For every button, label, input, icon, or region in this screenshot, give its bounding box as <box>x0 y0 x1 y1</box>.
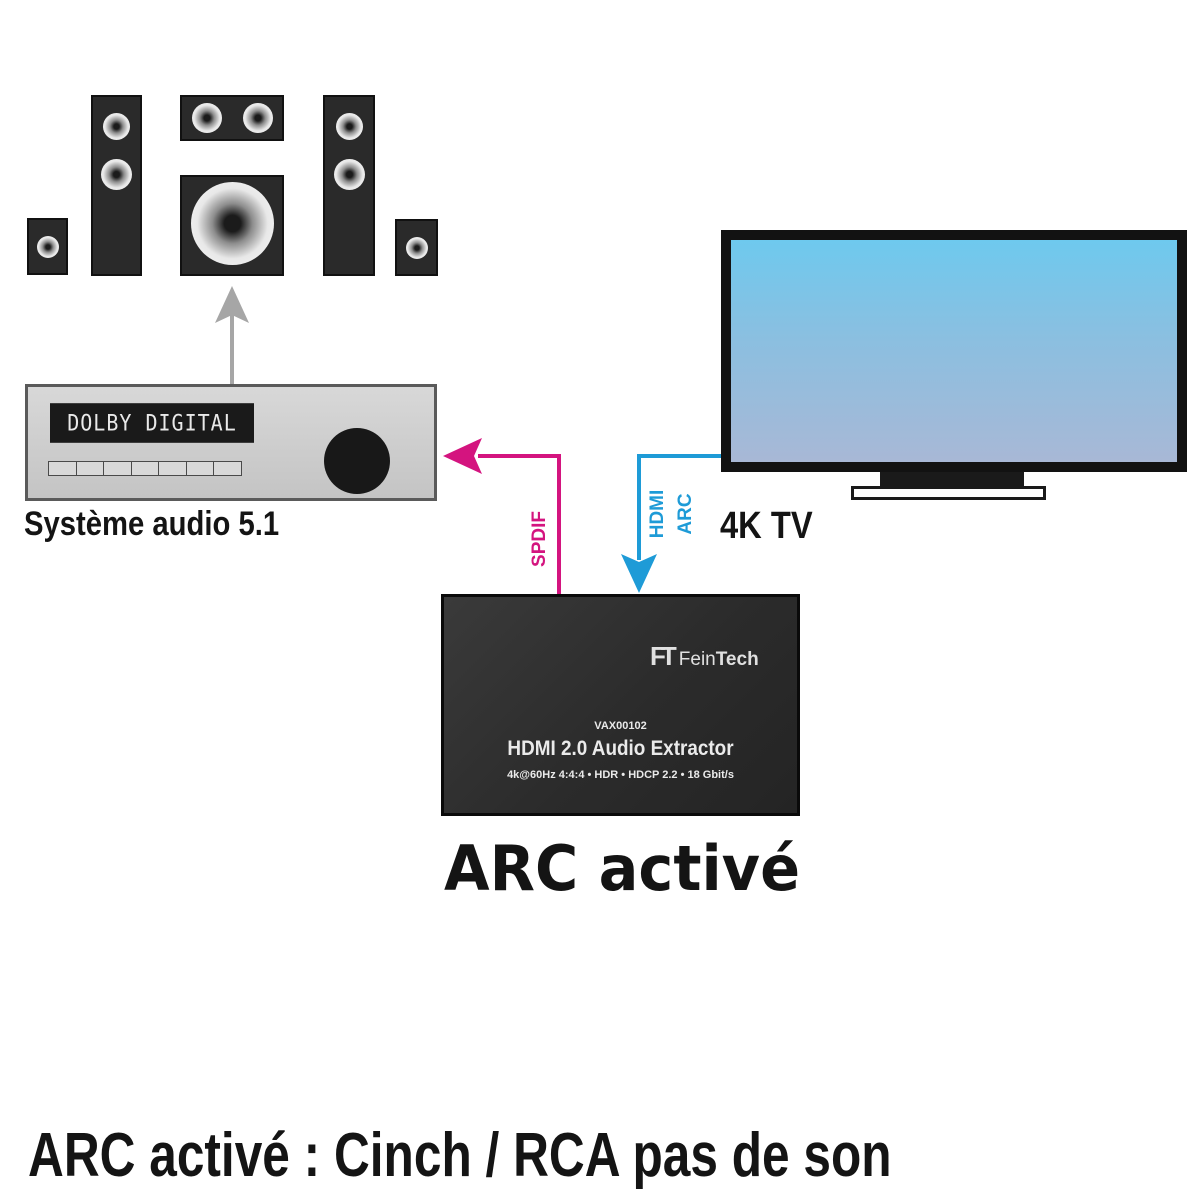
hdmi-arc-arrow-icon <box>621 454 721 593</box>
hdmi-label: HDMI <box>647 489 668 539</box>
speaker-icon-center <box>180 95 284 141</box>
speaker-arrow-icon <box>215 286 249 384</box>
device-model: VAX00102 <box>594 720 647 732</box>
subwoofer-icon <box>180 175 284 276</box>
spdif-arrow-icon <box>443 438 561 596</box>
footer-caption: ARC activé : Cinch / RCA pas de son <box>28 1121 892 1190</box>
brand-name-light: Fein <box>678 649 716 670</box>
brand-mark: FT <box>650 641 677 671</box>
receiver-label: Système audio 5.1 <box>24 505 280 543</box>
status-label: ARC activé <box>444 832 801 905</box>
receiver-buttons <box>48 461 242 476</box>
brand-name-bold: Tech <box>715 649 759 670</box>
device-specs: 4k@60Hz 4:4:4 • HDR • HDCP 2.2 • 18 Gbit… <box>507 769 734 781</box>
speaker-icon-far-left <box>27 218 68 275</box>
speaker-icon-far-right <box>395 219 438 276</box>
receiver-display: DOLBY DIGITAL <box>50 403 254 443</box>
tv-screen <box>731 240 1177 462</box>
tv-icon <box>721 230 1187 472</box>
device-title: HDMI 2.0 Audio Extractor <box>507 737 734 760</box>
tv-label: 4K TV <box>720 505 813 547</box>
arc-label: ARC <box>675 493 696 535</box>
spdif-label: SPDIF <box>529 511 550 567</box>
speaker-icon-front-left <box>91 95 142 276</box>
tv-stand <box>880 472 1024 486</box>
tv-base <box>851 486 1046 500</box>
speaker-icon-front-right <box>323 95 375 276</box>
receiver-icon: DOLBY DIGITAL <box>25 384 437 501</box>
volume-knob-icon <box>324 428 390 494</box>
